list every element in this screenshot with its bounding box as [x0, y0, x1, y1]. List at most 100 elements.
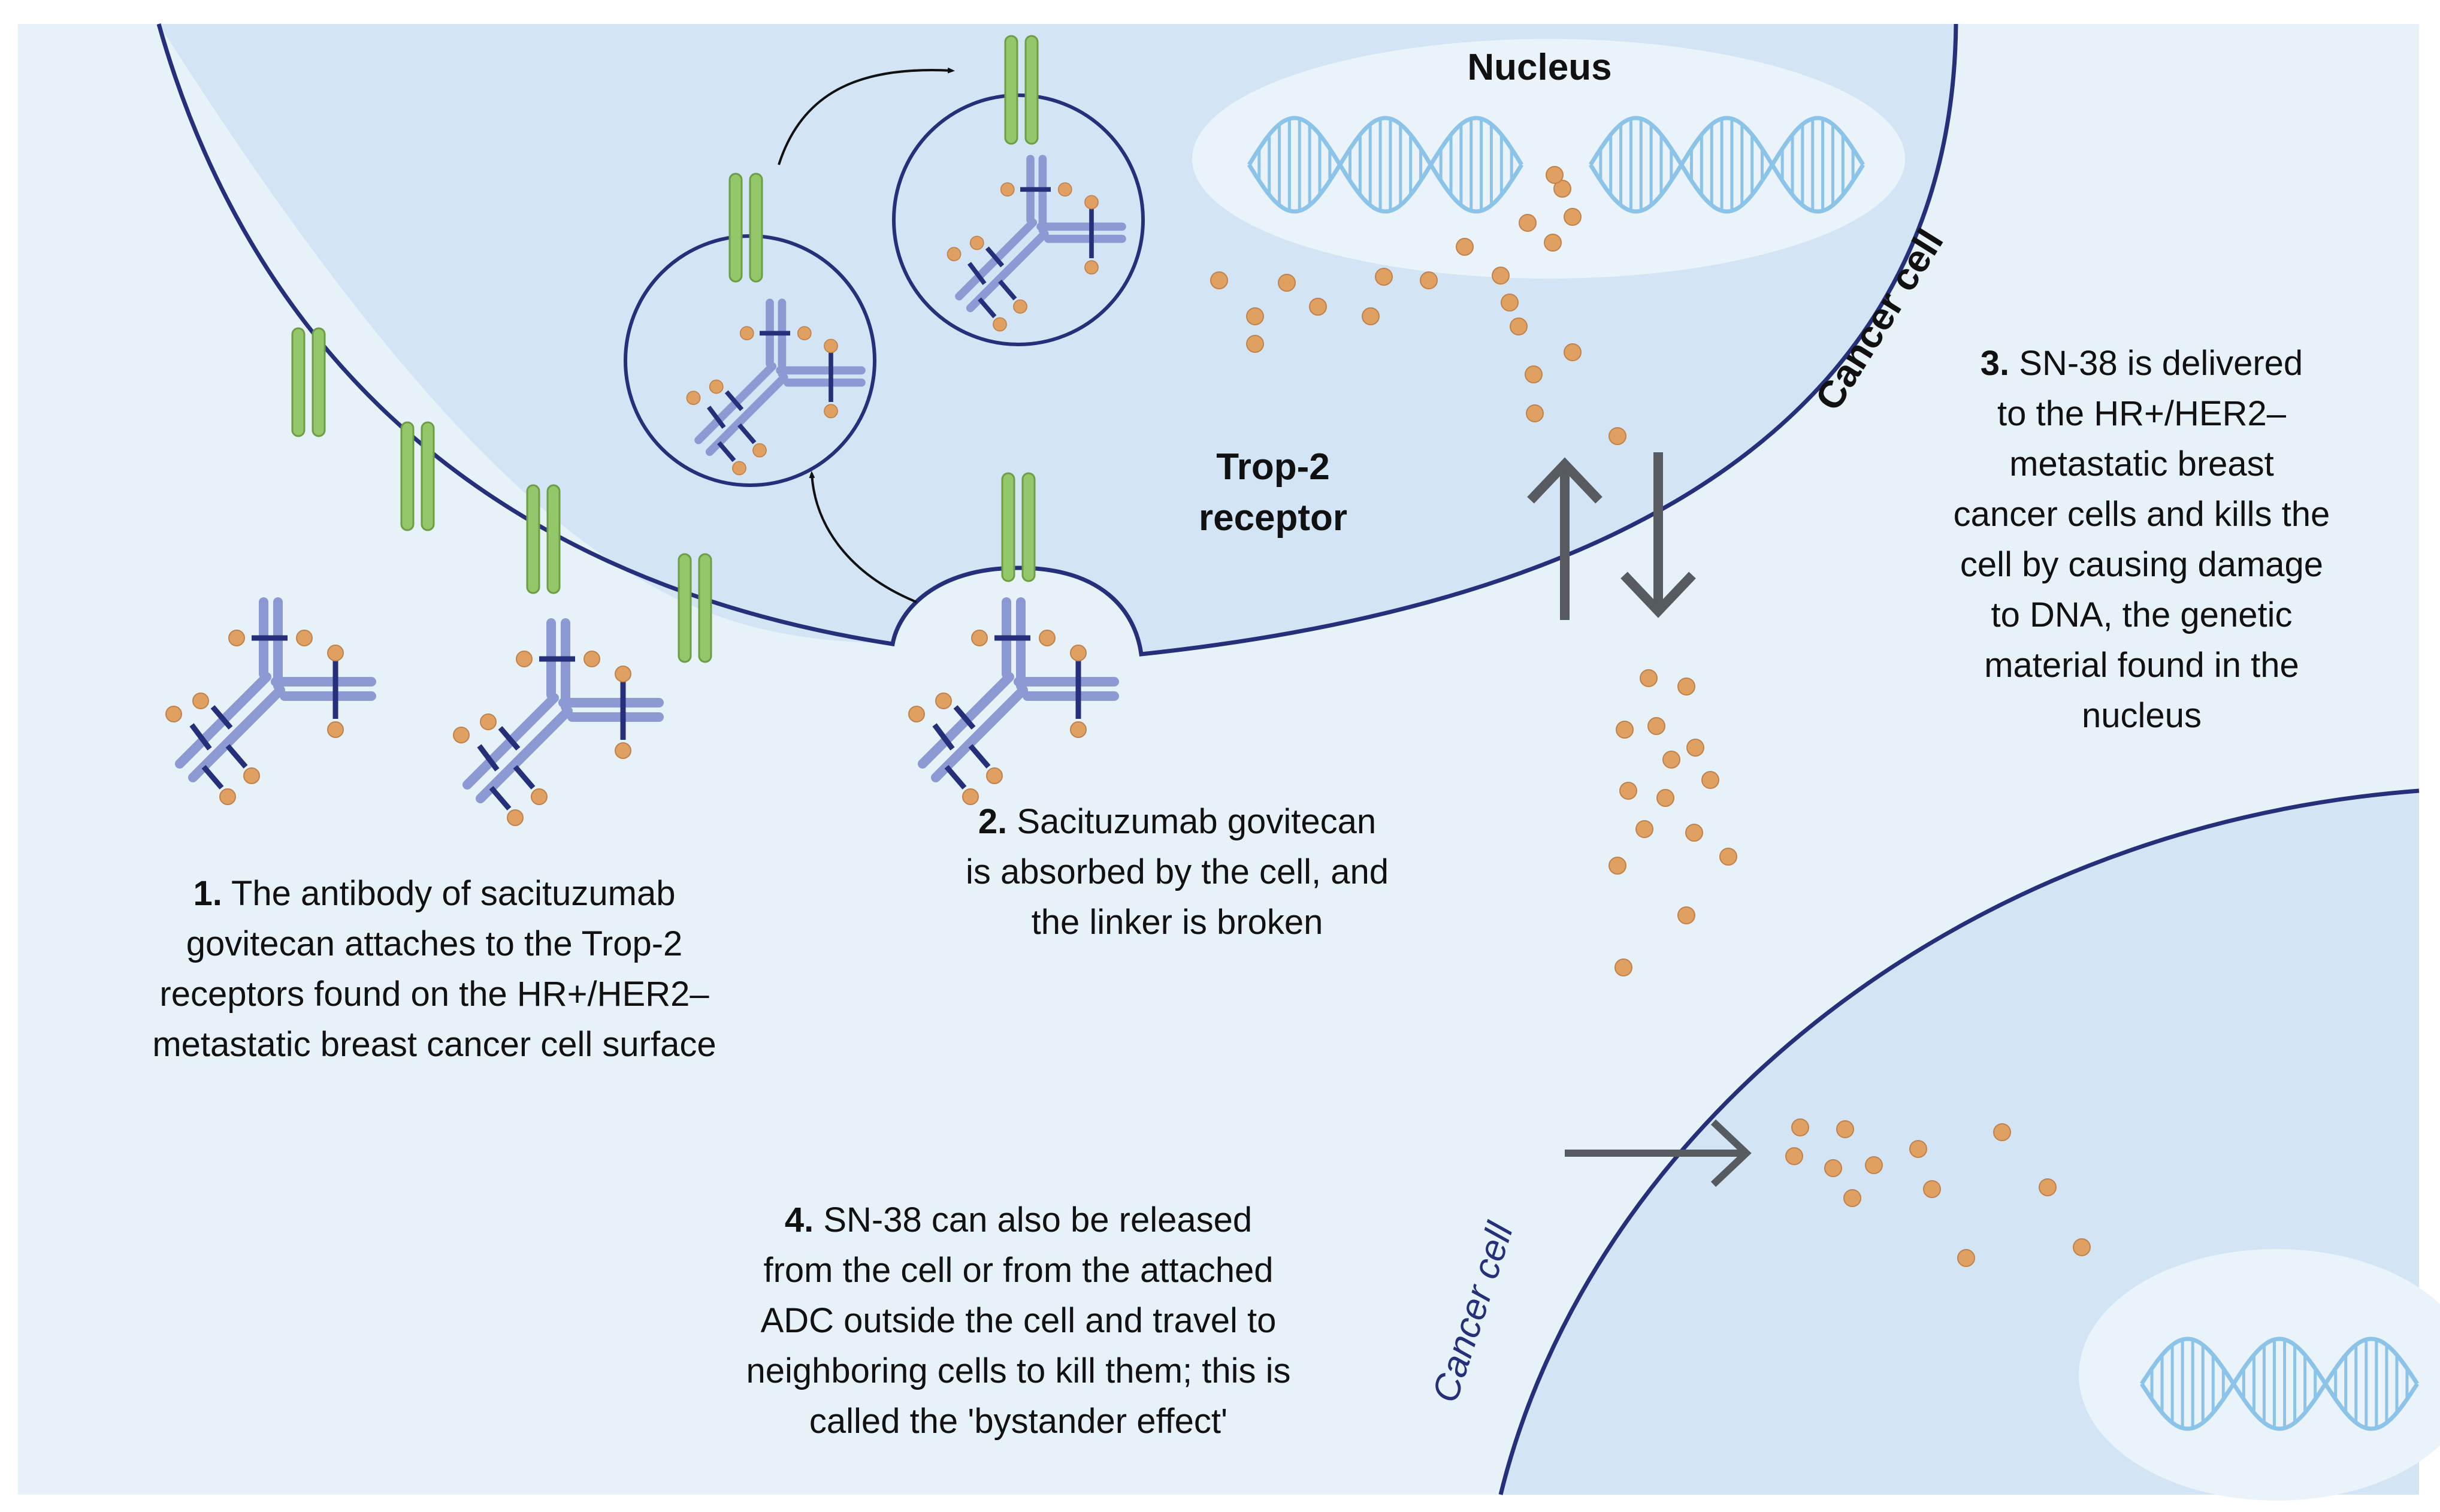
- sn38-free-payload: [1843, 1189, 1861, 1207]
- adc-antibody-internalizing: [908, 597, 1119, 805]
- sn38-free-payload: [2039, 1178, 2057, 1196]
- dna-strand: [1589, 116, 1865, 214]
- sn38-free-payload: [1662, 751, 1680, 769]
- sn38-payload: [453, 727, 470, 743]
- sn38-free-payload: [1677, 906, 1695, 924]
- sn38-free-payload: [1553, 180, 1571, 198]
- sn38-free-payload: [1957, 1249, 1975, 1267]
- sn38-payload: [1057, 182, 1072, 197]
- trop2-receptor-1: [291, 327, 326, 437]
- sn38-free-payload: [1608, 427, 1626, 445]
- adc-antibody-endosome-1: [686, 298, 866, 476]
- step-4-line-4: neighboring cells to kill them; this is: [746, 1351, 1291, 1390]
- trop2-receptor-2: [400, 421, 435, 531]
- step-1-caption: 1. The antibody of sacituzumab govitecan…: [72, 869, 797, 1070]
- sn38-free-payload: [1309, 298, 1327, 316]
- sn38-free-payload: [1246, 335, 1264, 353]
- nucleus-top: [1192, 39, 1905, 279]
- adc-antibody-1: [165, 597, 376, 805]
- sn38-free-payload: [1993, 1123, 2011, 1141]
- sn38-payload: [947, 247, 962, 262]
- sn38-free-payload: [1656, 789, 1674, 807]
- sn38-free-payload: [1210, 271, 1228, 289]
- sn38-free-payload: [1456, 238, 1474, 256]
- step-2-number: 2.: [978, 802, 1008, 841]
- sn38-free-payload: [1647, 717, 1665, 735]
- sn38-payload: [327, 645, 344, 661]
- sn38-free-payload: [1526, 404, 1544, 422]
- sn38-payload: [986, 767, 1003, 784]
- cancer-cell-bottom-membrane: [1498, 788, 2420, 1495]
- step-4-number: 4.: [784, 1200, 814, 1239]
- sn38-free-payload: [1824, 1159, 1842, 1177]
- sn38-free-payload: [1719, 848, 1737, 866]
- sn38-free-payload: [1519, 214, 1537, 232]
- sn38-payload: [583, 651, 600, 667]
- sn38-payload: [219, 788, 236, 805]
- sn38-payload: [192, 693, 209, 709]
- step-4-line-5: called the 'bystander effect': [809, 1402, 1228, 1441]
- dna-helix-bottom: [2140, 1336, 2419, 1431]
- sn38-free-payload: [1492, 267, 1510, 285]
- step-3-line-2: to the HR+/HER2–: [1997, 394, 2286, 433]
- step-3-line-4: cancer cells and kills the: [1953, 495, 2330, 534]
- sn38-free-payload: [1546, 166, 1564, 184]
- step-3-line-5: cell by causing damage: [1960, 545, 2324, 584]
- step-4-line-2: from the cell or from the attached: [763, 1251, 1274, 1290]
- sn38-payload: [739, 326, 754, 341]
- sn38-payload: [971, 630, 988, 646]
- step-1-line-3: receptors found on the HR+/HER2–: [159, 975, 709, 1014]
- sn38-payload: [615, 666, 631, 682]
- endosome-vesicle-2: [892, 93, 1145, 346]
- sn38-free-payload: [1564, 343, 1582, 361]
- step-2-line-1: Sacituzumab govitecan: [1017, 802, 1377, 841]
- trop2-receptor-label-line1: Trop-2: [1216, 446, 1329, 488]
- step-2-line-3: the linker is broken: [1031, 903, 1323, 942]
- dna-strand: [2140, 1336, 2419, 1431]
- sn38-payload: [480, 713, 497, 730]
- trop2-receptor-3: [526, 484, 561, 594]
- dna-strand: [1247, 116, 1523, 214]
- sn38-free-payload: [1677, 678, 1695, 695]
- step-2-line-2: is absorbed by the cell, and: [965, 852, 1389, 891]
- sn38-free-payload: [1420, 271, 1438, 289]
- step-3-line-1: SN-38 is delivered: [2019, 344, 2303, 383]
- sn38-payload: [993, 317, 1007, 332]
- sn38-free-payload: [1278, 274, 1296, 292]
- sn38-free-payload: [1362, 307, 1380, 325]
- sn38-payload: [1084, 195, 1099, 210]
- step-3-line-7: material found in the: [1984, 646, 2299, 685]
- sn38-payload: [1070, 645, 1087, 661]
- step-3-line-6: to DNA, the genetic: [1991, 595, 2293, 634]
- step-3-line-8: nucleus: [2082, 696, 2202, 735]
- dna-helix-right: [1589, 116, 1865, 214]
- sn38-free-payload: [1375, 268, 1393, 286]
- sn38-payload: [1013, 299, 1027, 314]
- internalization-arrow: [809, 471, 917, 603]
- step-3-number: 3.: [1980, 344, 2010, 383]
- sn38-free-payload: [1635, 820, 1653, 838]
- sn38-payload: [1070, 721, 1087, 738]
- trop2-receptor-4: [678, 553, 712, 663]
- sn38-free-payload: [1608, 857, 1626, 875]
- sn38-free-payload: [1923, 1180, 1941, 1198]
- step-1-number: 1.: [193, 874, 222, 913]
- sn38-free-payload: [2073, 1238, 2091, 1256]
- sn38-payload: [908, 706, 925, 722]
- sn38-payload: [969, 235, 984, 250]
- sn38-free-payload: [1865, 1156, 1883, 1174]
- sn38-payload: [935, 693, 952, 709]
- step-3-line-3: metastatic breast: [2009, 444, 2274, 483]
- sn38-payload: [824, 404, 838, 419]
- step-2-caption: 2. Sacituzumab govitecan is absorbed by …: [899, 797, 1456, 948]
- sn38-payload: [1084, 260, 1099, 275]
- sn38-payload: [615, 742, 631, 759]
- trop2-receptor-6: [728, 173, 763, 283]
- sn38-payload: [243, 767, 260, 784]
- sn38-free-payload: [1791, 1118, 1809, 1136]
- step-1-line-1: The antibody of sacituzumab: [231, 874, 676, 913]
- sn38-free-payload: [1701, 771, 1719, 789]
- sn38-payload: [507, 809, 524, 826]
- sn38-payload: [824, 338, 838, 353]
- sn38-free-payload: [1246, 307, 1264, 325]
